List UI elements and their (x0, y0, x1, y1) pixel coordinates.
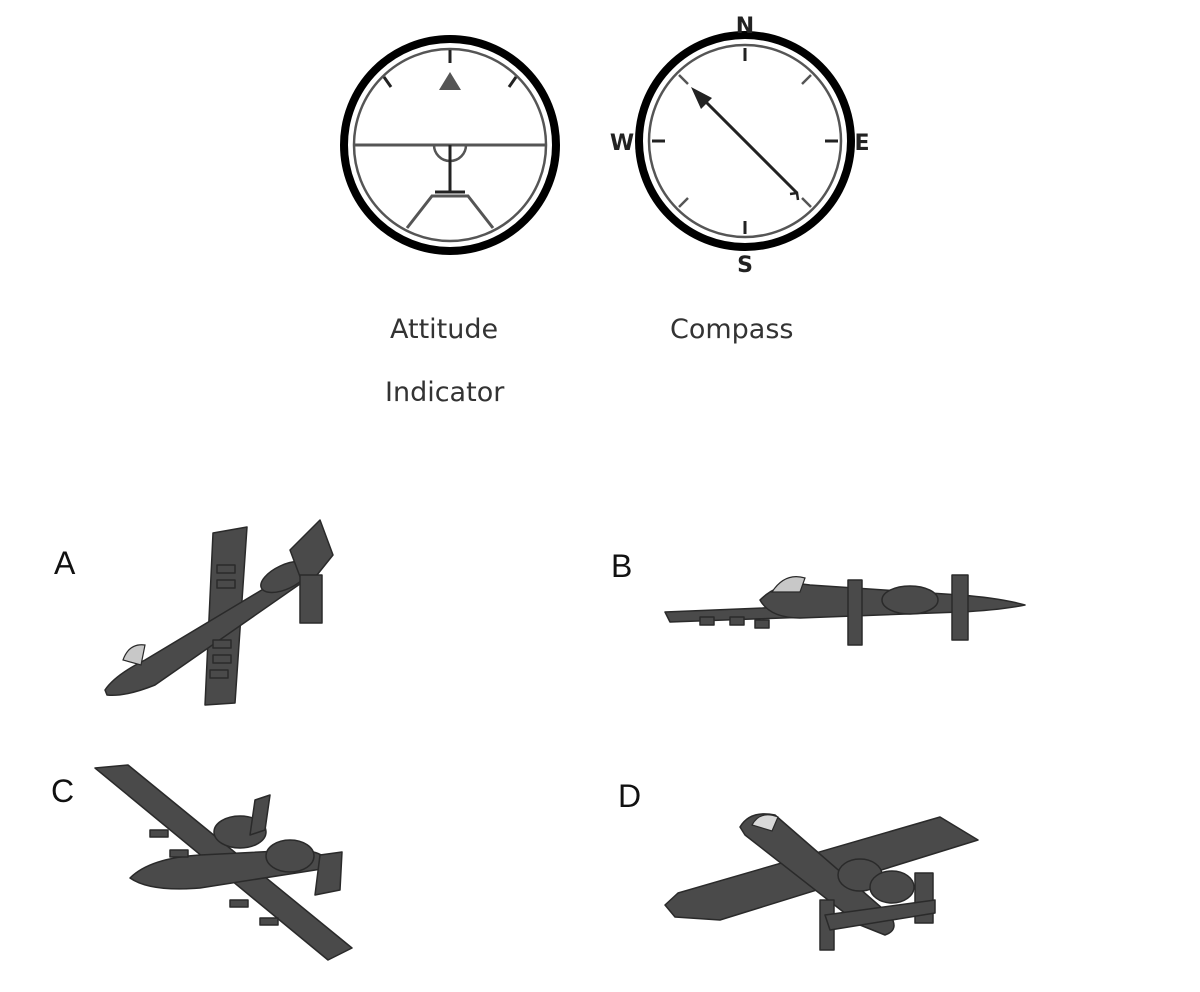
compass-needle-tail-icon (789, 191, 800, 201)
compass-label-north: N (736, 14, 754, 39)
compass-caption: Compass (670, 314, 794, 345)
option-a-label: A (54, 545, 76, 581)
compass-inner-ring (647, 43, 843, 239)
compass-label-south: S (737, 253, 753, 278)
attitude-caption-line1: Attitude (390, 314, 499, 345)
compass-needle (698, 94, 799, 195)
compass-label-east: E (854, 131, 869, 156)
compass-tick-ne (801, 74, 812, 85)
compass-needle-arrow-icon (691, 87, 712, 109)
attitude-tick (382, 76, 393, 88)
option-b-label: B (611, 548, 633, 584)
compass-label-west: W (610, 131, 634, 156)
option-b-aircraft-icon[interactable] (660, 560, 1040, 660)
compass-tick-se (801, 197, 812, 208)
option-d-aircraft-icon[interactable] (660, 805, 990, 955)
compass-tick-sw (678, 197, 689, 208)
option-c-aircraft-icon[interactable] (90, 760, 365, 965)
option-d-label: D (618, 778, 642, 814)
option-a-aircraft-icon[interactable] (95, 515, 345, 715)
compass: N S W E (610, 14, 870, 278)
attitude-indicator (340, 35, 560, 255)
compass-tick-nw (678, 74, 689, 85)
ground-reference-lines (405, 194, 495, 229)
option-c-label: C (51, 773, 75, 809)
sky-pointer-icon (439, 72, 461, 90)
attitude-tick (507, 76, 518, 88)
attitude-caption-line2: Indicator (385, 377, 505, 408)
